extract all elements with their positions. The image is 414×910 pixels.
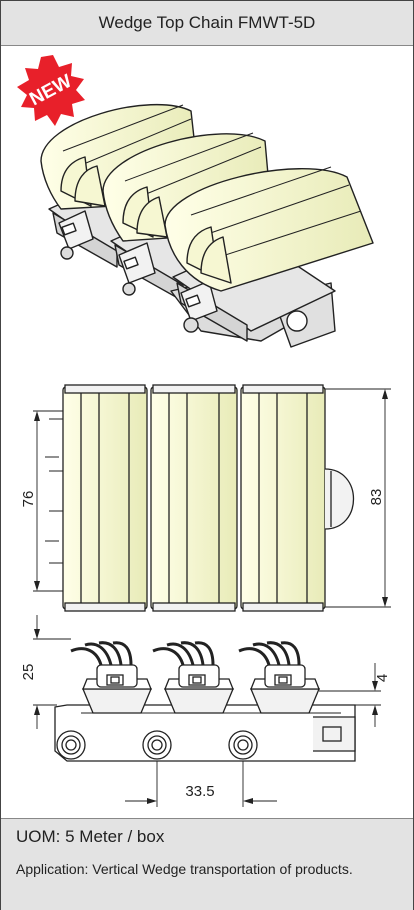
side-view [33,615,381,807]
side-view-module-2 [152,641,234,714]
top-view-module-1 [62,384,148,612]
new-badge: NEW [17,55,85,126]
dimension-width: 76 [20,491,37,508]
product-title: Wedge Top Chain FMWT-5D [98,13,316,32]
side-view-module-3 [238,641,320,714]
isometric-view [40,103,374,348]
application-text: Application: Vertical Wedge transportati… [16,861,353,877]
starburst-icon [17,55,85,126]
top-view-module-3 [240,384,326,612]
chain-module-3 [164,166,374,348]
top-view [33,384,391,612]
dimension-pitch: 33.5 [185,783,214,800]
card-header: Wedge Top Chain FMWT-5D [1,1,413,46]
dimension-overall-width: 83 [368,489,385,506]
uom-text: UOM: 5 Meter / box [16,827,165,846]
card-footer: UOM: 5 Meter / box Application: Vertical… [1,818,413,910]
pins [56,730,258,760]
top-view-module-2 [150,384,238,612]
product-figure: NEW [1,46,413,818]
side-view-module-1 [70,641,152,714]
dimension-height: 25 [20,664,37,681]
dimension-top-thickness: 4 [374,674,391,682]
technical-drawing: NEW [17,55,391,807]
